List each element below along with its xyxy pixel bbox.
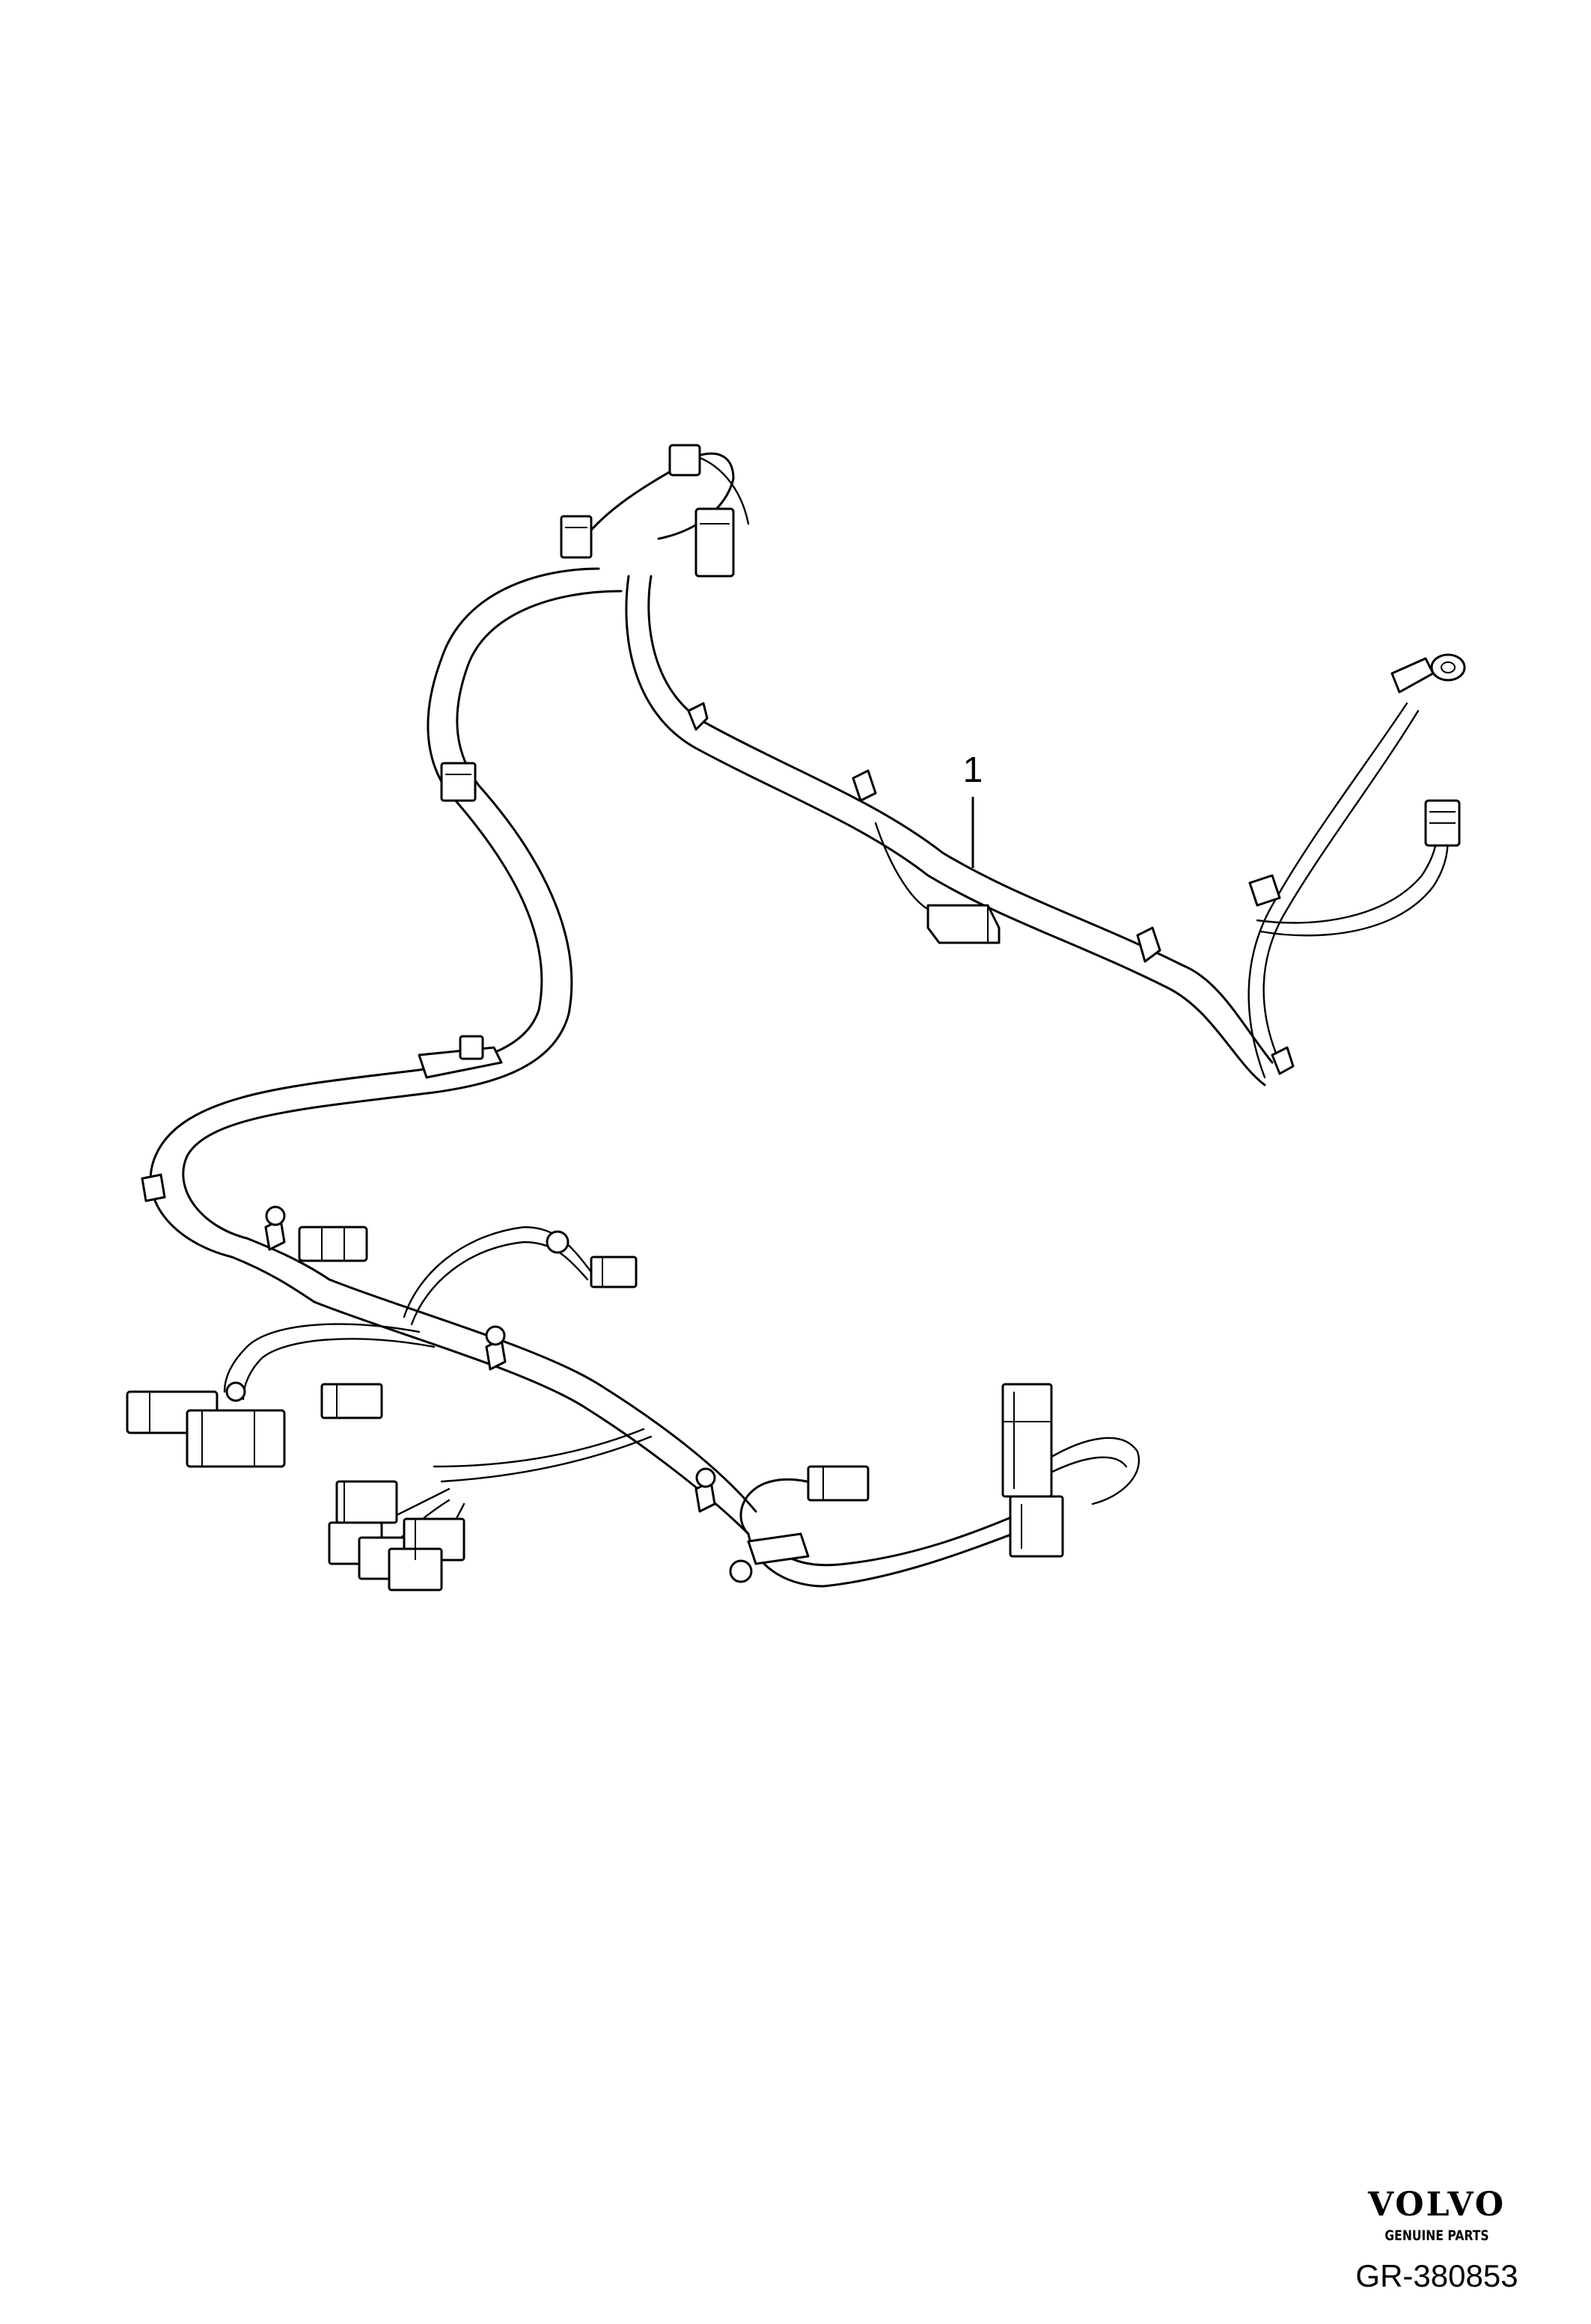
- fan-connector-1: [335, 1480, 398, 1524]
- lower-right-loop: [739, 1383, 1140, 1588]
- trunk-arc-connector: [590, 1256, 638, 1288]
- left-loop-components: [141, 762, 503, 1202]
- lower-right-connector-a: [807, 1465, 870, 1502]
- genuine-parts-tagline: GENUINE PARTS: [1384, 2227, 1489, 2244]
- callout-1-number: 1: [963, 750, 983, 790]
- lower-left-connector-fan: [320, 1383, 653, 1591]
- right-end-connector: [1424, 799, 1461, 847]
- left-cluster-connector-b: [186, 1409, 286, 1468]
- lower-right-connector-tall: [1001, 1383, 1053, 1498]
- left-connector-cluster: [126, 1381, 286, 1468]
- trunk-connector: [298, 1226, 368, 1262]
- pendant-connector: [874, 822, 1001, 944]
- clip-group-right: [687, 702, 1295, 1075]
- harness-top-loop: [560, 444, 750, 578]
- lower-right-clip: [747, 1532, 810, 1565]
- lower-trunk-components: [223, 1205, 753, 1583]
- callout-1: 1: [963, 750, 983, 868]
- diagram-reference-code: GR-380853: [1355, 2258, 1518, 2293]
- harness-right-branch: [625, 575, 1450, 1086]
- lower-right-connector-b: [1009, 1495, 1064, 1558]
- left-connector-upper: [440, 762, 477, 802]
- harness-main-trunk: [149, 567, 757, 1535]
- top-connector-b: [560, 515, 593, 559]
- fan-connector-top: [320, 1383, 383, 1419]
- volvo-logo: VOLVO: [1367, 2186, 1506, 2224]
- top-connector-a: [694, 507, 735, 578]
- ground-ring-terminal: [1390, 653, 1466, 694]
- left-clip-lower: [141, 1173, 166, 1202]
